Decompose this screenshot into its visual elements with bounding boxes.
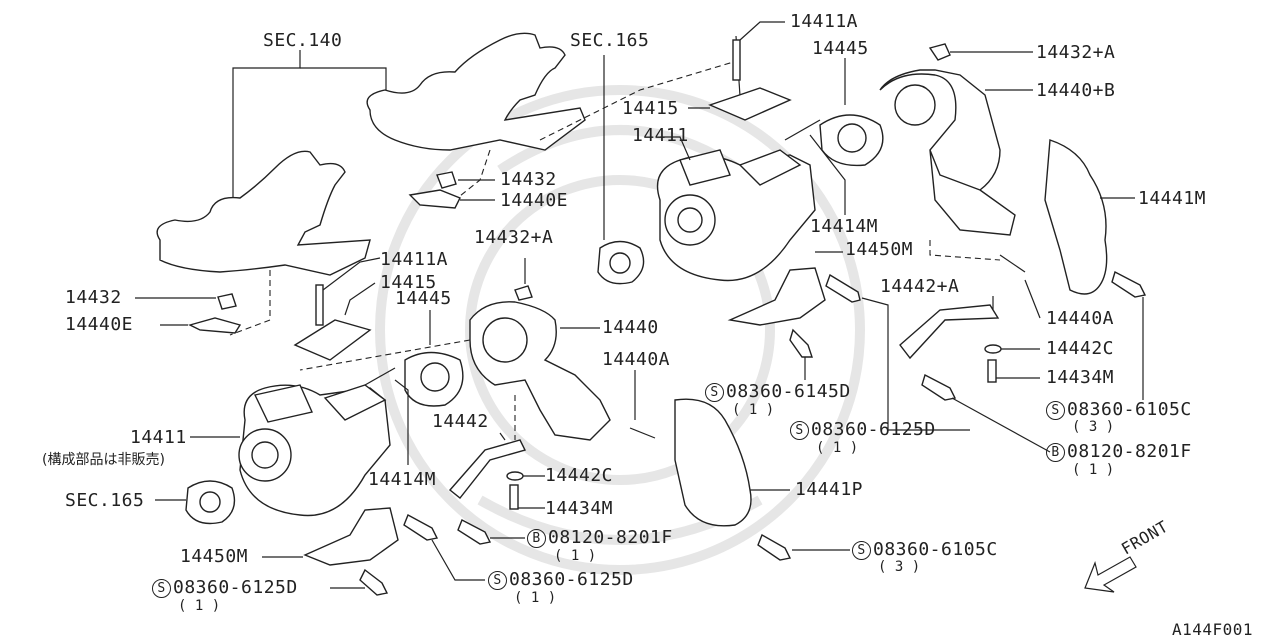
label-sec165-top[interactable]: SEC.165 <box>570 30 650 51</box>
bolt-14434m-left[interactable] <box>509 484 519 510</box>
label-14441m[interactable]: 14441M <box>1138 188 1207 209</box>
exhaust-manifold-upper[interactable] <box>366 32 586 151</box>
nut-14432a-top[interactable] <box>928 43 951 61</box>
bracket-14440e-left[interactable] <box>188 317 242 334</box>
label-14434m-right[interactable]: 14434M <box>1046 367 1115 388</box>
screw-marker-icon: S <box>152 579 171 598</box>
label-14414m-left[interactable]: 14414M <box>368 469 437 490</box>
bolt-8201f-left[interactable] <box>457 519 492 545</box>
label-14450m-top[interactable]: 14450M <box>845 239 914 260</box>
bolt-14434m-right[interactable] <box>987 359 997 383</box>
bolt-6145d[interactable] <box>789 328 813 358</box>
gasket-14415-top[interactable] <box>708 87 792 121</box>
screw-marker-icon: S <box>1046 401 1065 420</box>
bolt-6125d-left[interactable] <box>359 568 389 596</box>
screw-marker-icon: S <box>488 571 507 590</box>
label-14442c-right[interactable]: 14442C <box>1046 338 1115 359</box>
qty-6105c-bottom: ( 3 ) <box>878 559 921 575</box>
label-14415-top[interactable]: 14415 <box>622 98 679 119</box>
label-14432a-mid[interactable]: 14432+A <box>474 227 554 248</box>
label-14432-mid[interactable]: 14432 <box>500 169 557 190</box>
label-14442a[interactable]: 14442+A <box>880 276 960 297</box>
label-14440e-mid[interactable]: 14440E <box>500 190 569 211</box>
bolt-8201f-right[interactable] <box>921 373 957 401</box>
washer-14442c-right[interactable] <box>984 344 1002 354</box>
bracket-14440e-mid[interactable] <box>408 189 461 209</box>
label-14432-left[interactable]: 14432 <box>65 287 122 308</box>
label-14434m-left[interactable]: 14434M <box>545 498 614 519</box>
qty-6105c-right: ( 3 ) <box>1072 419 1115 435</box>
stud-14411a-left[interactable] <box>315 284 324 326</box>
screw-marker-icon: S <box>852 541 871 560</box>
nut-14432-mid[interactable] <box>436 171 457 189</box>
nut-14432-left[interactable] <box>217 293 237 310</box>
leader-dashed-3 <box>229 270 271 336</box>
bolt-6105c-right[interactable] <box>1111 270 1147 298</box>
nut-14432a-mid[interactable] <box>514 285 533 301</box>
bracket-14450m-left[interactable] <box>303 507 399 566</box>
label-14450m-left[interactable]: 14450M <box>180 546 249 567</box>
label-14432a-top[interactable]: 14432+A <box>1036 42 1116 63</box>
leader-dashed-2 <box>539 59 741 141</box>
label-sec165-left[interactable]: SEC.165 <box>65 490 145 511</box>
screw-marker-icon: S <box>705 383 724 402</box>
sec140-bracket <box>232 50 387 200</box>
label-14411-top[interactable]: 14411 <box>632 125 689 146</box>
label-14445-left[interactable]: 14445 <box>395 288 452 309</box>
qty-6125d-bottom: ( 1 ) <box>514 590 557 606</box>
bracket-14450m-top[interactable] <box>727 267 826 326</box>
stud-14411a-top[interactable] <box>732 39 741 81</box>
label-14440a-right[interactable]: 14440A <box>1046 308 1115 329</box>
gasket-14415-left[interactable] <box>293 319 372 361</box>
qty-8201f-left: ( 1 ) <box>554 548 597 564</box>
bolt-marker-icon: B <box>527 529 546 548</box>
support-14442[interactable] <box>448 439 527 499</box>
turbine-elbow-upper[interactable] <box>879 69 1016 236</box>
bolt-6105c-bottom[interactable] <box>757 533 792 561</box>
label-14411-note: (構成部品は非販売) <box>42 452 165 468</box>
label-14440[interactable]: 14440 <box>602 317 659 338</box>
qty-6145d: ( 1 ) <box>732 402 775 418</box>
label-sec140[interactable]: SEC.140 <box>263 30 343 51</box>
exhaust-manifold-lower[interactable] <box>156 150 371 276</box>
label-14445-top[interactable]: 14445 <box>812 38 869 59</box>
label-14411a-left[interactable]: 14411A <box>380 249 449 270</box>
label-14415-left[interactable]: 14415 <box>380 272 437 293</box>
label-14414m-top[interactable]: 14414M <box>810 216 879 237</box>
washer-14442c-left[interactable] <box>506 471 524 481</box>
label-14411-left[interactable]: 14411 <box>130 427 187 448</box>
label-14442-left[interactable]: 14442 <box>432 411 489 432</box>
screw-marker-icon: S <box>790 421 809 440</box>
turbocharger-upper[interactable] <box>656 149 816 282</box>
qty-6125d-mid: ( 1 ) <box>816 440 859 456</box>
label-14440a-mid[interactable]: 14440A <box>602 349 671 370</box>
label-14441p[interactable]: 14441P <box>795 479 864 500</box>
bolt-6125d-bottom[interactable] <box>403 514 439 541</box>
support-14442a[interactable] <box>899 304 1000 360</box>
label-14440e-left[interactable]: 14440E <box>65 314 134 335</box>
turbocharger-lower[interactable] <box>238 384 391 517</box>
label-14411a-top[interactable]: 14411A <box>790 11 859 32</box>
bolt-marker-icon: B <box>1046 443 1065 462</box>
qty-8201f-right: ( 1 ) <box>1072 462 1115 478</box>
label-14440b[interactable]: 14440+B <box>1036 80 1116 101</box>
heat-shield-14441m[interactable] <box>1044 139 1108 295</box>
diagram-id: A144F001 <box>1172 620 1254 639</box>
qty-6125d-left: ( 1 ) <box>178 598 221 614</box>
label-14442c-left[interactable]: 14442C <box>545 465 614 486</box>
bolt-6125d-mid[interactable] <box>825 273 861 303</box>
front-arrow-icon <box>1084 556 1137 593</box>
